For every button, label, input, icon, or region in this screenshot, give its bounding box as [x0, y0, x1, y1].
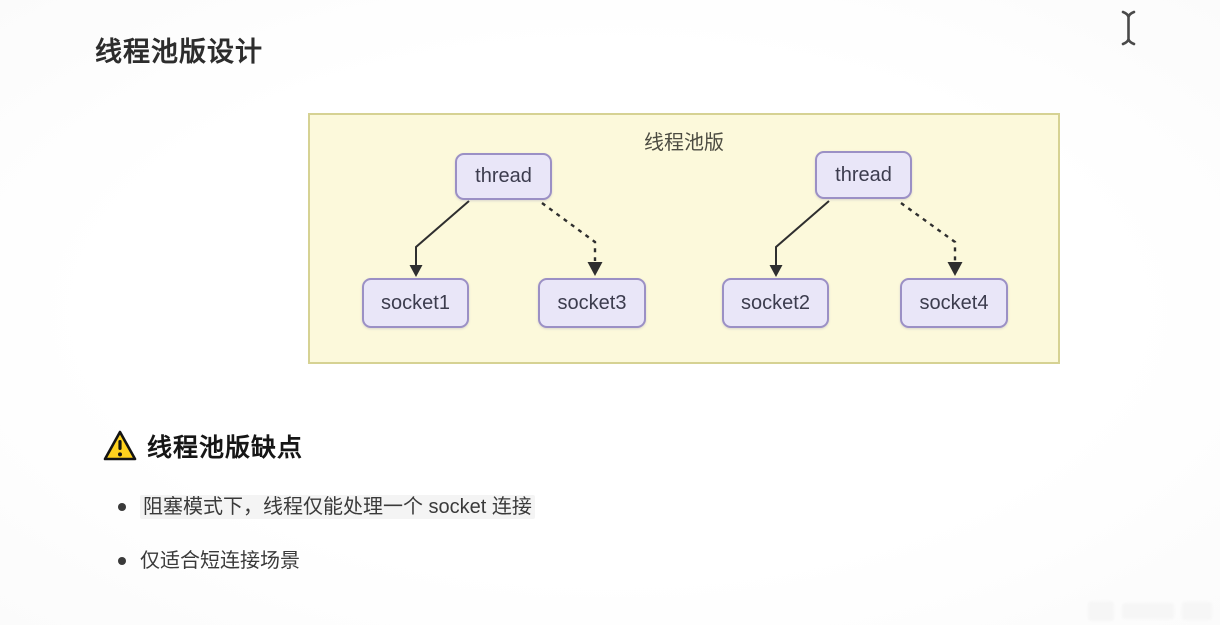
watermark-text-block [1122, 603, 1174, 619]
diagram-edges [409, 200, 963, 277]
watermark-logo [1088, 601, 1114, 621]
node-socket3: socket3 [538, 278, 646, 328]
watermark-text-block [1182, 602, 1212, 620]
node-socket1: socket1 [362, 278, 469, 328]
node-thread-1: thread [455, 153, 552, 200]
warning-title: 线程池版缺点 [147, 434, 304, 462]
warning-heading-row: 线程池版缺点 [103, 428, 303, 464]
node-socket2: socket2 [722, 278, 829, 328]
disadvantage-list: 阻塞模式下，线程仅能处理一个 socket 连接 仅适合短连接场景 [118, 494, 535, 602]
diagram-title: 线程池版 [644, 132, 724, 154]
node-socket4: socket4 [900, 278, 1008, 328]
list-item: 仅适合短连接场景 [118, 548, 535, 574]
bullet-text-highlighted: 阻塞模式下，线程仅能处理一个 socket 连接 [140, 495, 535, 519]
thread-pool-diagram-panel: 线程池版 thread thread socket1 socket3 socke… [308, 113, 1060, 364]
text-ibeam-cursor [1121, 10, 1136, 46]
node-thread-2: thread [815, 151, 912, 199]
list-item: 阻塞模式下，线程仅能处理一个 socket 连接 [118, 494, 535, 520]
warning-triangle-icon [103, 430, 137, 461]
watermark [1088, 601, 1212, 621]
bullet-text: 仅适合短连接场景 [140, 550, 300, 572]
page-title: 线程池版设计 [95, 37, 263, 67]
